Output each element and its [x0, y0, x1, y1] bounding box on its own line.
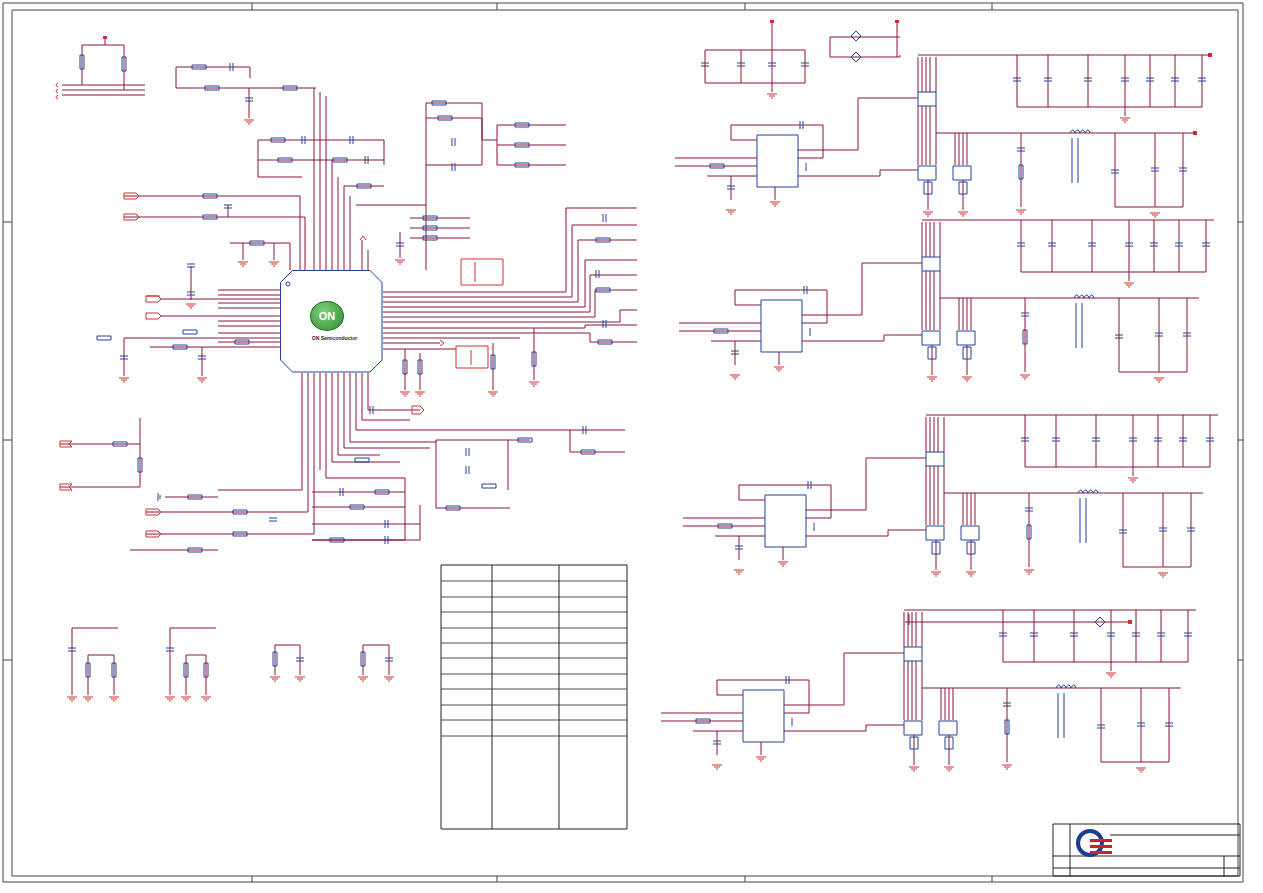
grounds — [67, 94, 777, 701]
sheet-frame — [3, 3, 1243, 882]
manufacturer-name: ON Semiconductor — [280, 336, 389, 342]
buck-phase — [679, 220, 1214, 382]
buck-phase — [675, 55, 1210, 217]
power-dot — [103, 20, 1212, 624]
table-grid — [441, 565, 627, 829]
buck-phase — [683, 415, 1218, 577]
table-rows — [441, 581, 627, 736]
title-block — [1053, 824, 1240, 876]
ic-chip: ON Semiconductor ON — [280, 270, 389, 373]
buck-phase — [661, 610, 1196, 772]
logo-text: ON — [311, 310, 343, 322]
pin1-mark — [286, 282, 290, 286]
component — [68, 31, 1105, 677]
logo-circle: ON — [310, 301, 344, 331]
red-part — [56, 83, 503, 537]
title-logo-stripes — [1090, 839, 1112, 854]
ic-body — [281, 271, 383, 373]
